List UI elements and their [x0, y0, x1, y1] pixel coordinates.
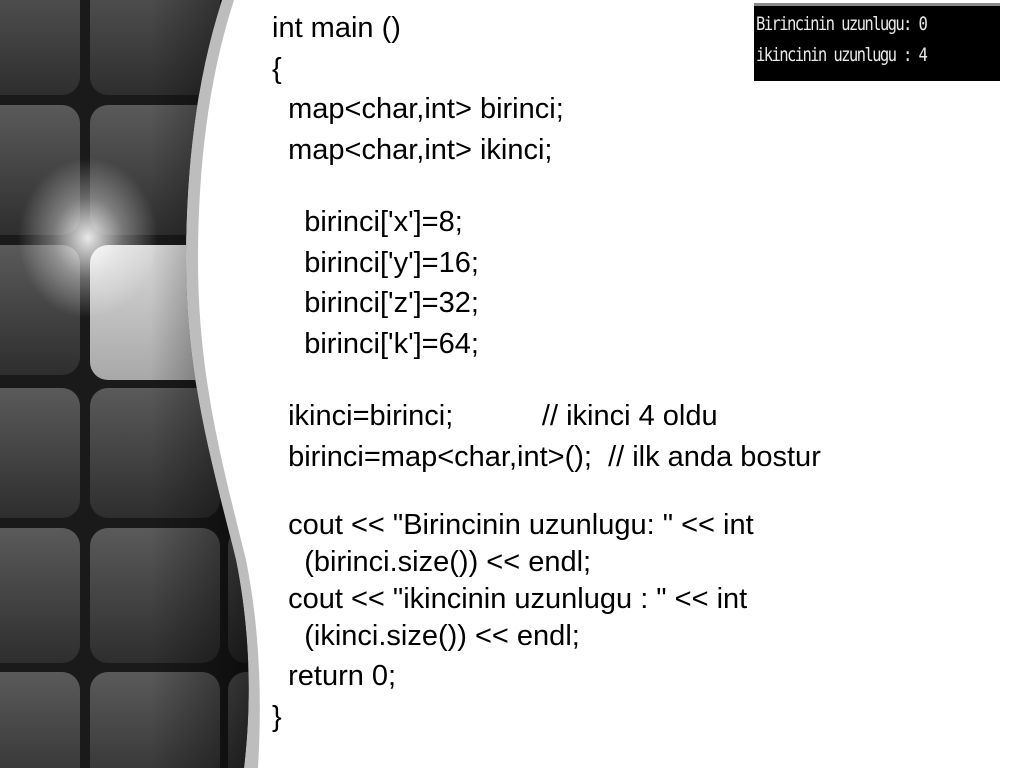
code-line: map<char,int> ikinci; [272, 133, 553, 166]
console-line: ikincinin uzunlugu : 4 [756, 44, 928, 66]
code-line: birinci['x']=8; [272, 206, 463, 238]
code-line: birinci['y']=16; [272, 246, 479, 279]
console-line: Birincinin uzunlugu: 0 [756, 13, 928, 35]
code-line [272, 364, 992, 396]
curve-edge-highlight [186, 0, 260, 768]
code-line: (birinci.size()) << endl; [272, 546, 592, 578]
code-line: (ikinci.size()) << endl; [272, 619, 580, 652]
code-line: ikinci=birinci; // ikinci 4 oldu [272, 400, 718, 432]
code-line: map<char,int> birinci; [272, 93, 564, 125]
light-glow [18, 158, 158, 318]
console-output-window: Birincinin uzunlugu: 0 ikincinin uzunlug… [754, 3, 1000, 81]
code-listing: int main () { map<char,int> birinci; map… [272, 8, 992, 737]
code-line: birinci['z']=32; [272, 287, 479, 319]
code-line: birinci=map<char,int>(); // ilk anda bos… [272, 440, 821, 473]
code-line: birinci['k']=64; [272, 327, 479, 360]
decorative-sidebar-art [0, 0, 260, 768]
code-line [272, 170, 992, 202]
code-line: int main () [272, 12, 401, 44]
code-line: { [272, 52, 282, 85]
code-line: } [272, 700, 282, 733]
code-line: cout << "Birincinin uzunlugu: " << int [272, 509, 754, 541]
code-line: return 0; [272, 660, 397, 692]
code-line [272, 477, 992, 509]
code-line: cout << "ikincinin uzunlugu : " << int [272, 582, 748, 615]
